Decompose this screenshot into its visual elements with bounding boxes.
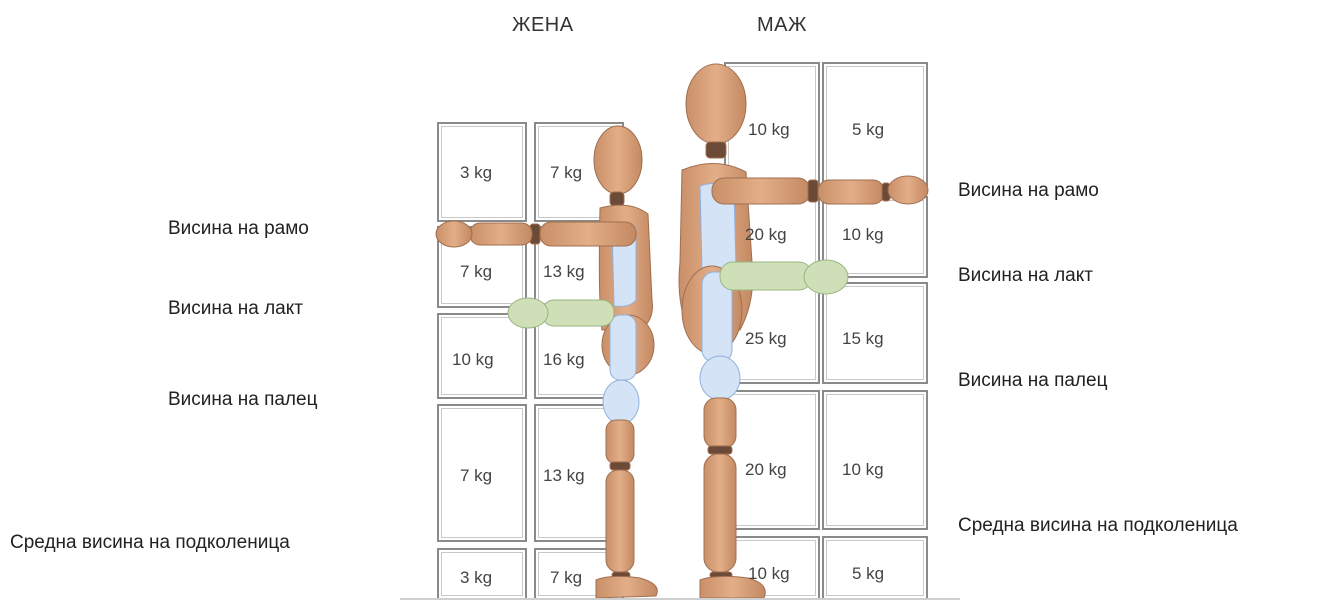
male-thigh [704, 398, 736, 448]
male-hand-elbow-height [804, 260, 848, 294]
female-head [594, 126, 642, 194]
female-kg-r2c1: 7 kg [460, 262, 492, 282]
male-upper-arm [712, 178, 810, 204]
male-kg-r2c2: 10 kg [842, 225, 884, 245]
female-knee-joint [610, 462, 630, 470]
male-kg-r5c2: 5 kg [852, 564, 884, 584]
floor-line [400, 598, 960, 600]
female-kg-r5c2: 7 kg [550, 568, 582, 588]
female-thigh [606, 420, 634, 464]
male-kg-r3c1: 25 kg [745, 329, 787, 349]
female-neck [610, 192, 624, 206]
male-kg-r1c1: 10 kg [748, 120, 790, 140]
female-forearm [470, 223, 532, 245]
female-kg-r3c1: 10 kg [452, 350, 494, 370]
male-kg-r4c2: 10 kg [842, 460, 884, 480]
male-elbow-joint [808, 180, 818, 202]
female-kg-r3c2: 16 kg [543, 350, 585, 370]
male-forearm-elbow-height [720, 262, 812, 290]
male-kg-r4c1: 20 kg [745, 460, 787, 480]
female-upper-arm [540, 222, 636, 246]
female-kg-r5c1: 3 kg [460, 568, 492, 588]
female-kg-r4c2: 13 kg [543, 466, 585, 486]
male-pelvis-ball [700, 356, 740, 400]
male-kg-r1c2: 5 kg [852, 120, 884, 140]
female-shin [606, 470, 634, 572]
male-neck [706, 142, 726, 158]
female-hand-elbow-height [508, 298, 548, 328]
male-hand [888, 176, 928, 204]
female-kg-r1c2: 7 kg [550, 163, 582, 183]
female-pelvis-ball [603, 380, 639, 424]
male-kg-r3c2: 15 kg [842, 329, 884, 349]
male-kg-r5c1: 10 kg [748, 564, 790, 584]
female-kg-r2c2: 13 kg [543, 262, 585, 282]
female-forearm-elbow-height [542, 300, 614, 326]
male-mannequin [679, 64, 928, 598]
male-shin [704, 454, 736, 572]
female-pelvis-highlight [610, 315, 636, 380]
male-head [686, 64, 746, 144]
female-hand [436, 221, 472, 247]
female-kg-r1c1: 3 kg [460, 163, 492, 183]
male-knee-joint [708, 446, 732, 454]
female-foot [596, 576, 657, 598]
male-kg-r2c1: 20 kg [745, 225, 787, 245]
male-forearm [818, 180, 884, 204]
female-kg-r4c1: 7 kg [460, 466, 492, 486]
